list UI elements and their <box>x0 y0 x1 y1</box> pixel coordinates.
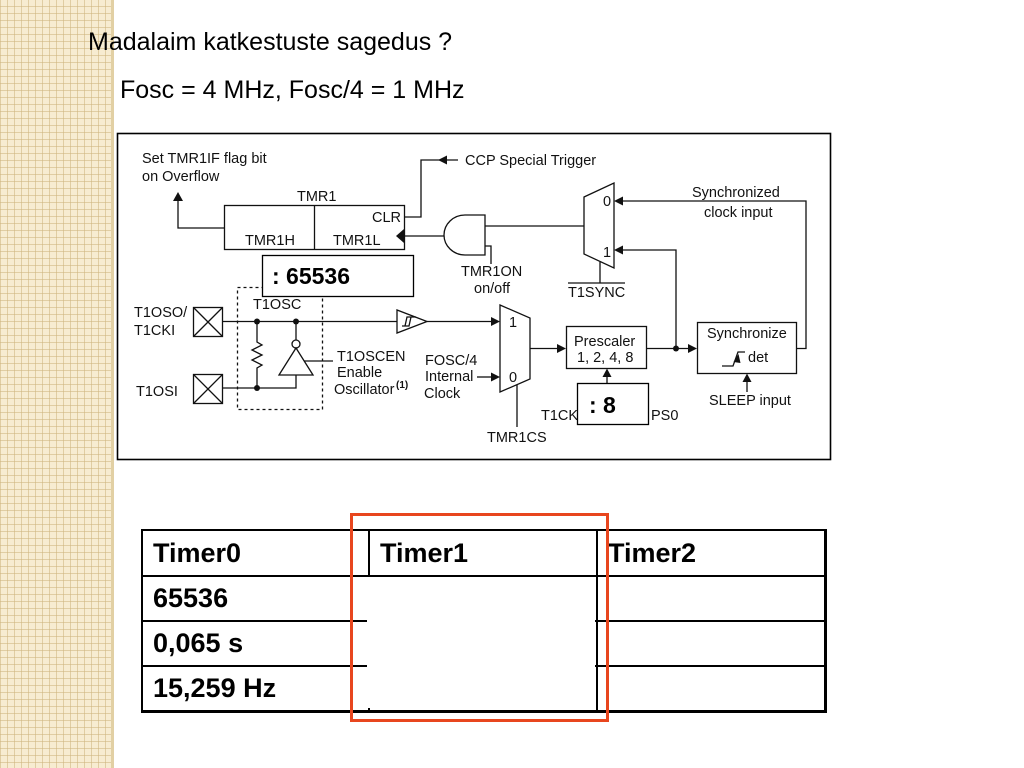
sync-mux-input-0-label: 0 <box>603 194 611 210</box>
table-cell: 15,259 Hz <box>141 665 370 713</box>
header-timer1: Timer1 <box>368 529 598 577</box>
t1oscen-label: T1OSCEN <box>337 349 406 365</box>
unsynchronized-clock-wire <box>622 249 677 349</box>
prescaler-label: Prescaler <box>574 334 635 350</box>
t1osc-label: T1OSC <box>253 297 301 313</box>
diagram-frame <box>116 132 832 461</box>
masked-cells-overlay <box>367 577 595 708</box>
t1osi-label: T1OSI <box>136 384 178 400</box>
clock-mux-input-1-label: 1 <box>509 315 517 331</box>
ccp-trigger-label: CCP Special Trigger <box>465 153 596 169</box>
table-cell: 65536 <box>141 575 370 622</box>
prescaler-box <box>565 325 648 370</box>
clock-label: Clock <box>424 386 461 402</box>
fosc4-label: FOSC/4 <box>425 353 477 369</box>
det-label: det <box>748 350 768 366</box>
tmr1-label: TMR1 <box>297 189 336 205</box>
hysteresis-symbol <box>402 316 416 327</box>
overflow-flag-label: Set TMR1IF flag bit <box>142 151 267 167</box>
slide-title: Madalaim katkestuste sagedus ? <box>88 28 453 56</box>
header-timer2: Timer2 <box>596 529 827 577</box>
synchronized-clock-label: Synchronized <box>692 185 780 201</box>
table-header-row: Timer0 Timer1 Timer2 <box>141 529 827 577</box>
t1oso-pin-cross <box>193 307 223 337</box>
sleep-input-label: SLEEP input <box>709 393 791 409</box>
feedback-resistor <box>250 321 264 388</box>
clock-input-triangle <box>396 229 404 243</box>
footnote-reference: (1) <box>396 380 408 391</box>
t1osi-pin <box>192 373 224 405</box>
tmr1h-label: TMR1H <box>245 233 295 249</box>
table-row: 0,065 s <box>141 620 827 667</box>
counter-divisor-box <box>261 254 415 298</box>
overflow-flag-wire <box>177 200 224 229</box>
decorative-side-pattern <box>0 0 114 768</box>
prescaler-input-arrowhead <box>557 344 566 353</box>
prescaler-divisor-label: : 8 <box>589 392 616 418</box>
overflow-flag-label-2: on Overflow <box>142 169 220 185</box>
junction-dot <box>673 345 679 352</box>
sync-mux-input-0-arrowhead <box>614 196 623 206</box>
tmr1l-label: TMR1L <box>333 233 381 249</box>
tmr1cs-label: TMR1CS <box>487 430 547 446</box>
prescaler-select-arrowhead <box>602 368 612 377</box>
clock-mux-input-1-arrowhead <box>491 317 500 326</box>
tmr1on-label-2: on/off <box>474 281 511 297</box>
overflow-arrowhead <box>173 192 183 201</box>
counter-divisor-label: : 65536 <box>272 263 350 289</box>
internal-label: Internal <box>425 369 473 385</box>
table-cell <box>596 620 827 667</box>
tmr1on-wire <box>485 245 492 264</box>
slide-subtitle: Fosc = 4 MHz, Fosc/4 = 1 MHz <box>120 76 465 104</box>
sleep-input-arrowhead <box>742 373 752 382</box>
enable-label: Enable <box>337 365 382 381</box>
synchronized-clock-label-2: clock input <box>704 205 773 221</box>
clr-label: CLR <box>372 210 401 226</box>
t1cki-label: T1CKI <box>134 323 175 339</box>
synchronized-clock-wire <box>622 200 807 350</box>
sync-mux-input-1-arrowhead <box>614 245 623 255</box>
oscillator-label: Oscillator <box>334 382 395 398</box>
ccp-trigger-arrowhead <box>438 155 447 165</box>
t1ckps-label-right: PS0 <box>651 408 678 424</box>
schmitt-trigger-buffer <box>396 309 429 334</box>
table-row: 15,259 Hz <box>141 665 827 713</box>
t1oso-label: T1OSO/ <box>134 305 188 321</box>
sync-mux-input-1-label: 1 <box>603 245 611 261</box>
t1ckps-label-left: T1CK <box>541 408 578 424</box>
prescaler-values: 1, 2, 4, 8 <box>577 350 633 366</box>
synchronize-input-arrowhead <box>688 344 697 353</box>
and-gate <box>443 214 486 256</box>
tmr1on-label: TMR1ON <box>461 264 522 280</box>
t1sync-label: T1SYNC <box>568 285 625 301</box>
edge-detect-arrowhead <box>733 354 741 363</box>
table-cell: 0,065 s <box>141 620 370 667</box>
highlight-rectangle <box>350 513 609 722</box>
clock-source-multiplexer <box>499 304 531 393</box>
table-cell <box>596 575 827 622</box>
prescaler-divisor-box <box>576 382 650 426</box>
clock-mux-input-0-arrowhead <box>491 372 500 382</box>
t1osi-pin-cross <box>193 374 223 404</box>
t1osi-wire <box>222 375 297 389</box>
clock-mux-input-0-label: 0 <box>509 370 517 386</box>
synchronize-label: Synchronize <box>707 326 787 342</box>
header-timer0: Timer0 <box>141 529 370 577</box>
table-cell <box>596 665 827 713</box>
sync-multiplexer <box>583 181 615 270</box>
